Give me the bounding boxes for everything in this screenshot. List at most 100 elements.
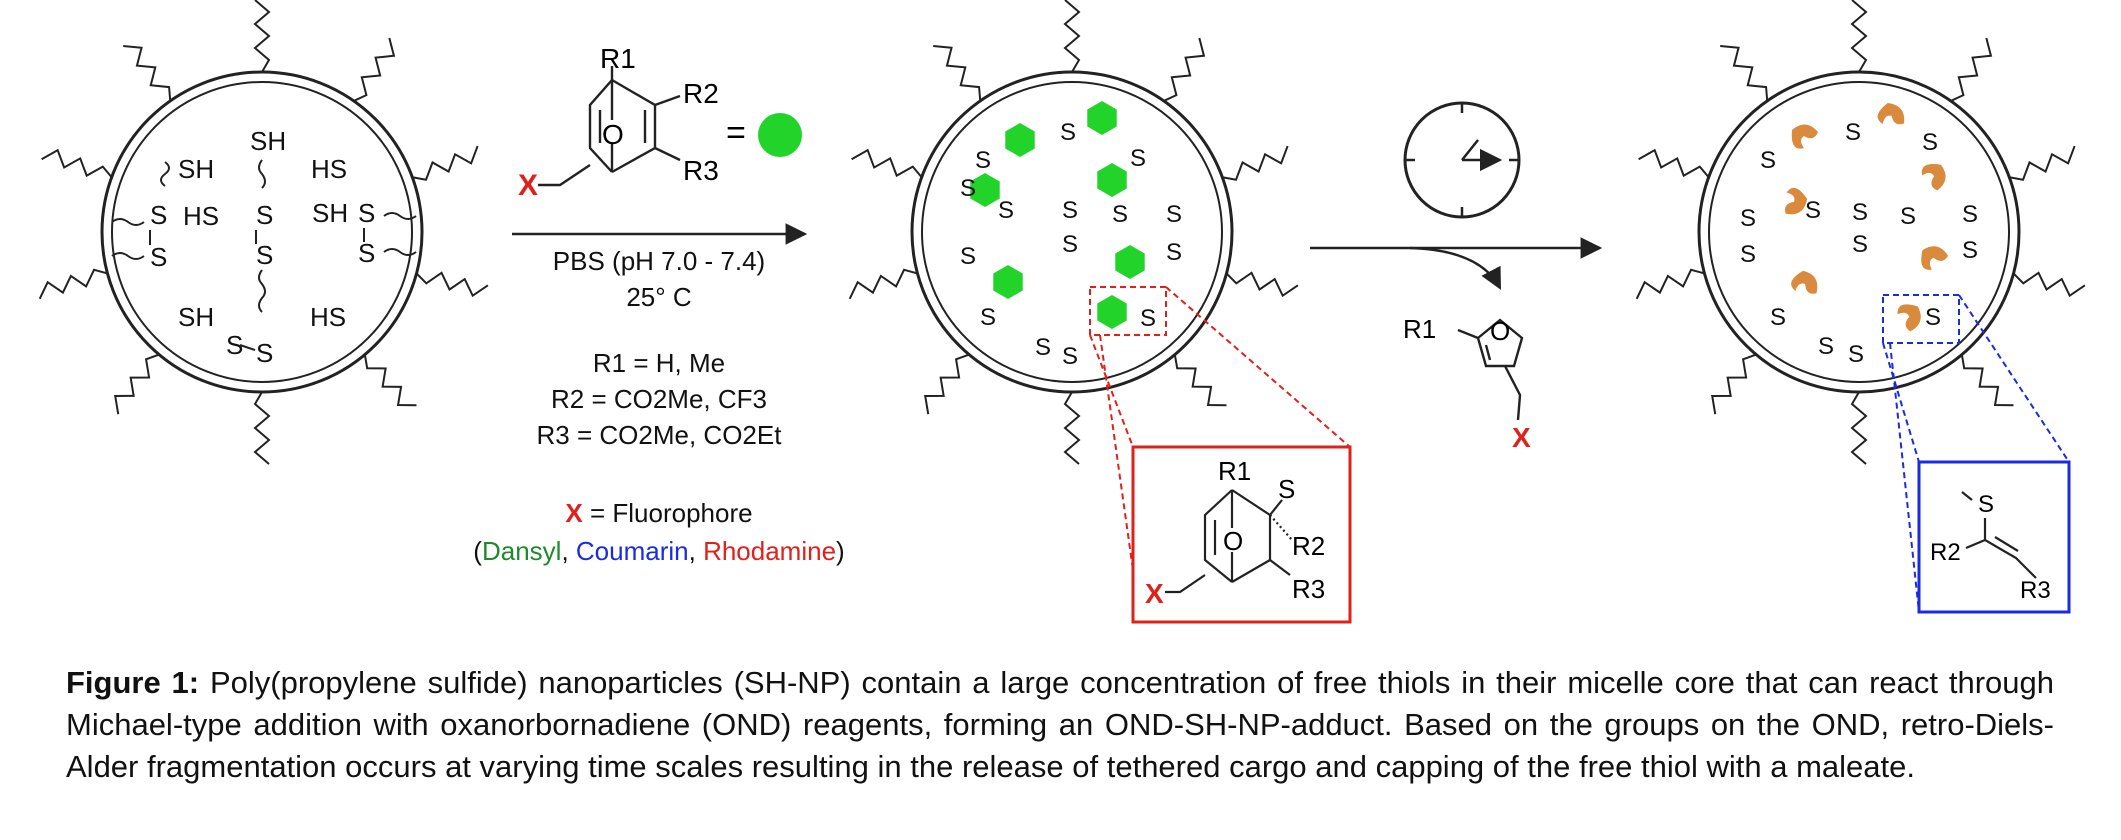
- maleate-cap: [1791, 270, 1818, 294]
- polymer-tail: [1173, 354, 1227, 407]
- ond-reagent: R1 R2 R3 O X =: [518, 43, 802, 202]
- oxygen-label: O: [1223, 526, 1243, 556]
- paren-open: (: [473, 536, 482, 566]
- fluorophore-cargo: [1097, 295, 1127, 329]
- sulfur-label: S: [1962, 201, 1978, 228]
- sulfur-label: S: [1852, 231, 1868, 258]
- r2-label: R2: [683, 78, 719, 109]
- sulfur-label: S: [256, 338, 273, 368]
- r2-label: R2: [1930, 539, 1961, 566]
- polymer-tail: [1635, 268, 1705, 300]
- reaction-scheme: SH SH HS HS SH SH HS S S S S S S S S: [38, 0, 2086, 624]
- polymer-tail: [412, 145, 479, 181]
- buffer-text: PBS (pH 7.0 - 7.4): [553, 246, 765, 276]
- polymer-tail: [1950, 37, 1993, 102]
- r2-label: R2: [1292, 531, 1325, 561]
- polymer-tail: [1638, 148, 1710, 178]
- polymer-tail: [1163, 37, 1206, 102]
- caption-text: Poly(propylene sulfide) nanoparticles (S…: [66, 665, 2054, 784]
- clock-icon: [1403, 101, 1521, 219]
- fluorophore-cargo: [1115, 245, 1145, 279]
- maleate-cap: [1921, 164, 1946, 191]
- thiol-label: SH: [250, 126, 286, 156]
- r3-label: R3: [1292, 574, 1325, 604]
- x-definition: X = Fluorophore: [565, 498, 752, 528]
- adduct-highlight-box: [1089, 286, 1167, 336]
- polymer-tail: [1960, 354, 2014, 407]
- sulfur-label: S: [980, 304, 996, 331]
- polymer-tail: [848, 268, 918, 300]
- fluorophore-coumarin: Coumarin: [576, 536, 689, 566]
- sulfur-label: S: [1925, 304, 1941, 331]
- polymer-tail: [924, 353, 970, 415]
- sulfur-label: S: [1922, 129, 1938, 156]
- maleate-cap: [1897, 304, 1921, 332]
- r2-definition: R2 = CO2Me, CF3: [551, 384, 767, 414]
- sulfur-label: S: [1978, 491, 1994, 518]
- furan-byproduct: R1 O X: [1403, 314, 1531, 453]
- fluorophore-cargo: [1005, 123, 1035, 157]
- sulfur-label: S: [1962, 237, 1978, 264]
- fluorophore-cargo: [993, 265, 1023, 299]
- sulfur-label: S: [1140, 305, 1156, 332]
- r1-label: R1: [1403, 314, 1436, 344]
- polymer-tail: [933, 44, 982, 102]
- sh-nanoparticle: SH SH HS HS SH SH HS S S S S S S S S: [38, 0, 489, 465]
- r1-definition: R1 = H, Me: [593, 348, 725, 378]
- x-definition-symbol: X: [565, 498, 583, 528]
- polymer-tails: [848, 0, 1299, 465]
- x-label: X: [518, 169, 538, 202]
- sulfur-label: S: [1770, 304, 1786, 331]
- reaction-conditions: PBS (pH 7.0 - 7.4) 25° C R1 = H, Me R2 =…: [473, 246, 844, 566]
- fluorophore-rhodamine: Rhodamine: [703, 536, 836, 566]
- r1-label: R1: [600, 43, 636, 74]
- adduct-inset: R1 S R2 R3 O X: [1089, 286, 1352, 624]
- polymer-tail: [1222, 145, 1289, 181]
- thiol-label: SH: [178, 154, 214, 184]
- fragmentation-arrow: [1310, 237, 1603, 290]
- thiol-labels: SH SH HS HS SH SH HS S S S S S S S S: [150, 126, 375, 368]
- ond-sh-np-adduct: S S S S S S S S S S S S S S S: [848, 0, 1299, 465]
- sulfur-label: S: [1900, 203, 1916, 230]
- sulfur-label: S: [1112, 201, 1128, 228]
- x-definition-text: = Fluorophore: [590, 498, 753, 528]
- figure-caption: Figure 1: Poly(propylene sulfide) nanopa…: [66, 662, 2054, 788]
- sulfur-label: S: [1130, 145, 1146, 172]
- sulfur-label: S: [975, 147, 991, 174]
- maleate-highlight-box: [1882, 294, 1960, 344]
- r1-label: R1: [1218, 456, 1251, 486]
- polymer-tail: [2012, 271, 2086, 298]
- fluorophore-cargo: [970, 173, 1000, 207]
- polymer-tail: [353, 37, 396, 102]
- sulfur-labels: S S S S S S S S S S S S S S S: [1740, 119, 1978, 368]
- polymer-tails: [38, 0, 489, 465]
- polymer-tail: [1720, 44, 1769, 102]
- sulfur-label: S: [1166, 239, 1182, 266]
- fluorophore-list: (Dansyl, Coumarin, Rhodamine): [473, 536, 844, 566]
- polymer-tail: [123, 44, 172, 102]
- sulfur-label: S: [1852, 199, 1868, 226]
- sulfur-label: S: [1818, 333, 1834, 360]
- sulfur-label: S: [998, 197, 1014, 224]
- sulfur-label: S: [1166, 201, 1182, 228]
- sulfur-labels: S S S S S S S S S S S S S S S: [960, 119, 1182, 370]
- sulfur-label: S: [358, 238, 375, 268]
- polymer-tail: [41, 148, 113, 178]
- fluorophore-marker: [758, 113, 802, 157]
- oxygen-label: O: [1490, 316, 1510, 346]
- sulfur-label: S: [226, 330, 243, 360]
- x-label: X: [1145, 578, 1164, 609]
- green-cargo: [970, 101, 1145, 329]
- sulfur-label: S: [1740, 205, 1756, 232]
- x-label: X: [1512, 422, 1531, 453]
- thiol-label: SH: [178, 302, 214, 332]
- fluorophore-cargo: [1087, 101, 1117, 135]
- polymer-tails: [1635, 0, 2086, 465]
- maleate-cap: [1921, 246, 1948, 270]
- maleate-inset: S R2 R3: [1882, 294, 2071, 614]
- sulfur-label: S: [1035, 334, 1051, 361]
- thiol-label: HS: [310, 302, 346, 332]
- thiol-label: SH: [312, 198, 348, 228]
- sulfur-label: S: [960, 175, 976, 202]
- paren-close: ): [836, 536, 845, 566]
